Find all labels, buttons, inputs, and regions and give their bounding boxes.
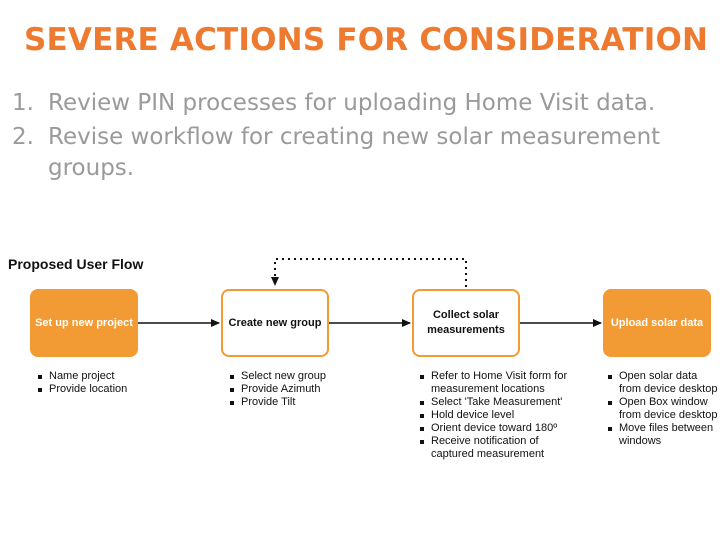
step-label: Collect solar measurements (427, 309, 505, 336)
action-list: 1. Review PIN processes for uploading Ho… (12, 88, 692, 187)
step-label: Create new group (228, 316, 322, 329)
step-details-upload-solar-data: Open solar data from device desktop Open… (606, 370, 718, 448)
action-item: 2. Revise workflow for creating new sola… (12, 122, 692, 184)
detail-item: Name project (36, 370, 196, 383)
detail-item: Open solar data from device desktop (606, 370, 718, 396)
step-create-new-group: Create new group (221, 289, 329, 357)
action-item: 1. Review PIN processes for uploading Ho… (12, 88, 692, 119)
slide-title: SEVERE ACTIONS FOR CONSIDERATION (24, 22, 709, 58)
step-set-up-new-project: Set up new project (30, 289, 138, 357)
step-upload-solar-data: Upload solar data (603, 289, 711, 357)
step-details-create-new-group: Select new group Provide Azimuth Provide… (228, 370, 398, 409)
action-number: 2. (12, 124, 34, 150)
step-label: Set up new project (35, 316, 133, 329)
detail-item: Hold device level (418, 409, 568, 422)
detail-item: Refer to Home Visit form for measurement… (418, 370, 568, 396)
detail-item: Provide Tilt (228, 396, 398, 409)
step-label: Upload solar data (610, 316, 704, 329)
loop-back-arrow (271, 258, 467, 287)
step-details-collect-solar-measurements: Refer to Home Visit form for measurement… (418, 370, 568, 461)
detail-item: Provide location (36, 383, 196, 396)
detail-item: Select new group (228, 370, 398, 383)
action-text: Revise workflow for creating new solar m… (48, 124, 661, 181)
action-number: 1. (12, 90, 34, 116)
flow-title: Proposed User Flow (8, 256, 144, 272)
step-collect-solar-measurements: Collect solar measurements (412, 289, 520, 357)
detail-item: Orient device toward 180º (418, 422, 568, 435)
detail-item: Provide Azimuth (228, 383, 398, 396)
detail-item: Open Box window from device desktop (606, 396, 718, 422)
detail-item: Receive notification of captured measure… (418, 435, 568, 461)
detail-item: Select 'Take Measurement' (418, 396, 568, 409)
action-text: Review PIN processes for uploading Home … (48, 90, 656, 116)
step-details-set-up-new-project: Name project Provide location (36, 370, 196, 396)
detail-item: Move files between windows (606, 422, 718, 448)
